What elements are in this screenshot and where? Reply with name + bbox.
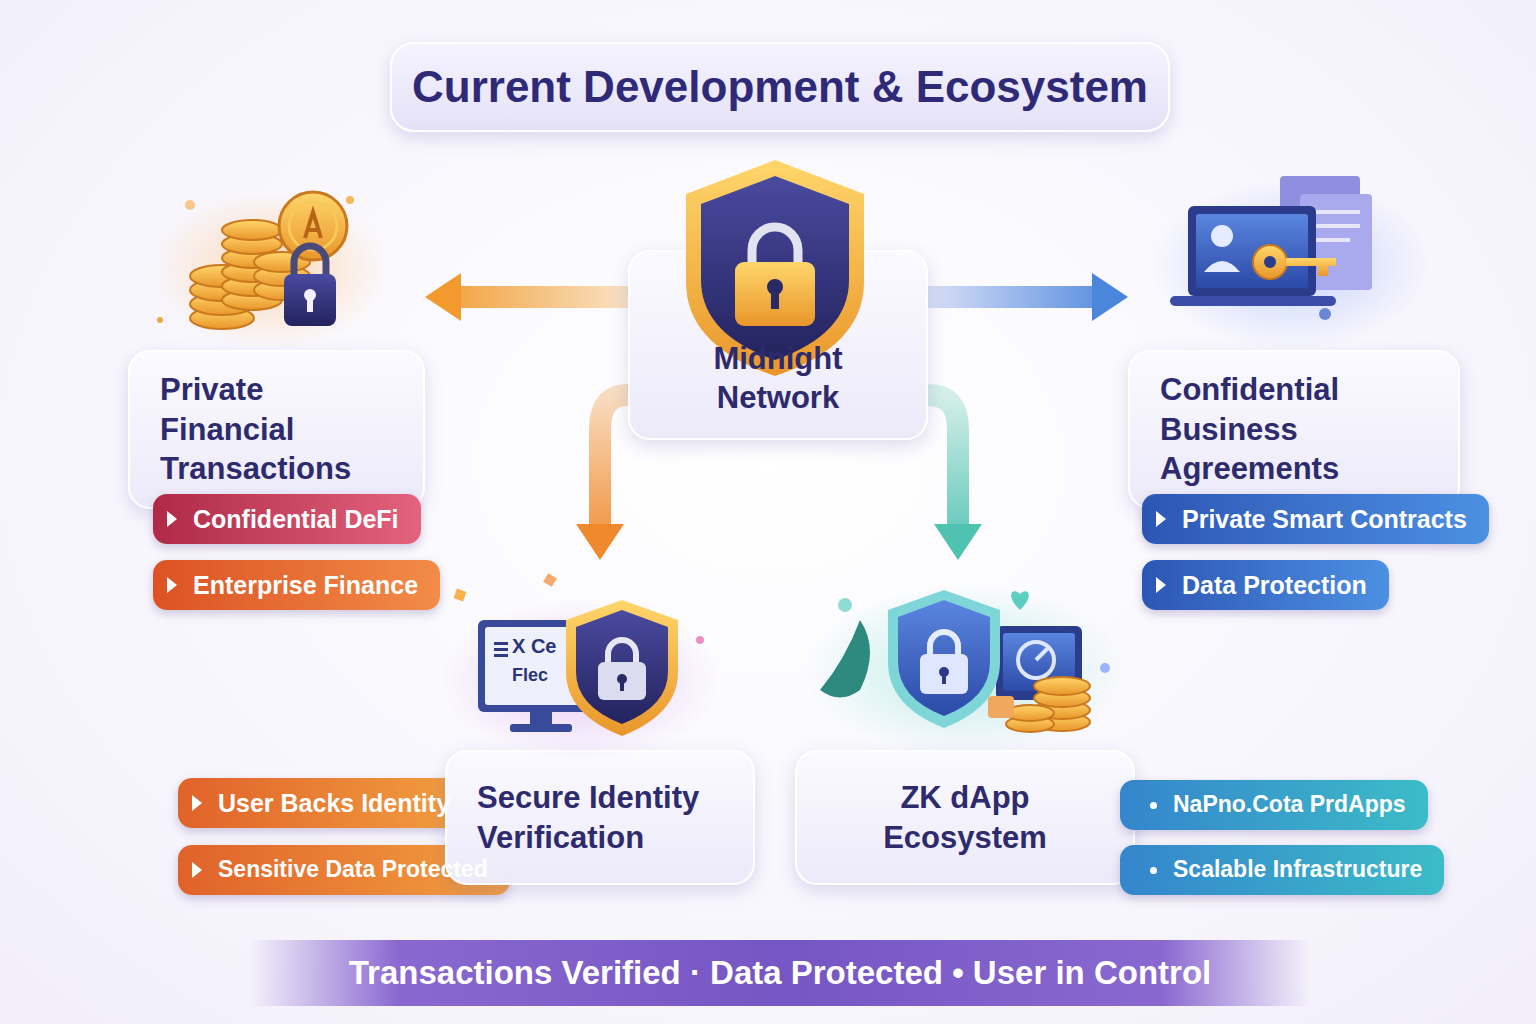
bullet-triangle	[192, 795, 202, 811]
category-box: Secure Identity Verification	[445, 560, 755, 885]
box-label: Confidential Business Agreements	[1160, 370, 1428, 489]
pill-face: Confidential DeFi	[153, 494, 421, 544]
box-face: Private Financial Transactions	[128, 350, 425, 509]
pill-face: Enterprise Finance	[153, 560, 440, 610]
flow-arrow	[928, 273, 1128, 321]
flow-arrow	[928, 395, 982, 560]
flow-arrow	[576, 395, 628, 560]
arrow-shaft	[600, 395, 628, 530]
box-face: ZK dApp Ecosystem	[795, 750, 1135, 885]
box-face: Confidential Business Agreements	[1128, 350, 1460, 509]
caption-text: Transactions Verified · Data Protected •…	[349, 952, 1211, 994]
pill-label: Private Smart Contracts	[1182, 503, 1467, 535]
pill-face: Private Smart Contracts	[1142, 494, 1489, 544]
pill-label: Data Protection	[1182, 569, 1367, 601]
box-label: ZK dApp Ecosystem	[827, 778, 1103, 857]
dapp-shield-icon	[820, 584, 1110, 732]
title-text: Current Development & Ecosystem	[412, 59, 1148, 115]
identity-monitor-icon	[454, 573, 704, 736]
arrow-shaft	[455, 286, 628, 308]
screen-text: X Ce	[512, 636, 556, 656]
pill-label: Confidential DeFi	[193, 503, 399, 535]
bullet-triangle	[1156, 577, 1166, 593]
arrow-head	[1092, 273, 1128, 321]
bullet-dot	[1150, 867, 1157, 874]
central-shield-icon	[686, 160, 864, 376]
tag-pill: Scalable Infrastructure	[1120, 845, 1444, 895]
pill-face: Data Protection	[1142, 560, 1389, 610]
hub-box: Midnight Network	[628, 250, 928, 440]
bullet-triangle	[192, 862, 202, 878]
box-label: Private Financial Transactions	[160, 370, 393, 489]
caption-band: Transactions Verified · Data Protected •…	[250, 940, 1310, 1006]
laptop-key-icon	[1170, 176, 1372, 320]
arrow-head	[576, 524, 624, 560]
box-label: Secure Identity Verification	[477, 778, 723, 857]
box-face: Midnight Network	[628, 250, 928, 440]
arrow-head	[425, 273, 461, 321]
arrow-shaft	[928, 286, 1098, 308]
pill-label: User Backs Identity	[218, 787, 450, 819]
tag-pill: Enterprise Finance	[153, 560, 440, 610]
flow-arrow	[425, 273, 628, 321]
category-box: Private Financial Transactions	[128, 190, 425, 509]
tag-pill: Data Protection	[1142, 560, 1389, 610]
bullet-triangle	[167, 577, 177, 593]
pill-label: Scalable Infrastructure	[1173, 855, 1422, 884]
tag-pill: Confidential DeFi	[153, 494, 421, 544]
box-face: Secure Identity Verification	[445, 750, 755, 885]
pill-face: User Backs Identity	[178, 778, 472, 828]
tag-pill: Private Smart Contracts	[1142, 494, 1489, 544]
pill-label: Enterprise Finance	[193, 569, 418, 601]
category-box: Confidential Business Agreements	[1128, 190, 1460, 509]
bullet-dot	[1150, 802, 1157, 809]
tag-pill: NaPno.Cota PrdApps	[1120, 780, 1428, 830]
title-band: Current Development & Ecosystem	[390, 42, 1170, 132]
arrow-shaft	[928, 395, 958, 530]
tag-pill: User Backs Identity	[178, 778, 472, 828]
pill-face: Scalable Infrastructure	[1120, 845, 1444, 895]
pill-label: NaPno.Cota PrdApps	[1173, 790, 1406, 819]
bullet-triangle	[167, 511, 177, 527]
pill-face: NaPno.Cota PrdApps	[1120, 780, 1428, 830]
coins-padlock-icon	[157, 192, 354, 329]
arrow-head	[934, 524, 982, 560]
box-label: Midnight Network	[660, 339, 896, 418]
screen-text: Flec	[512, 666, 548, 684]
category-box: ZK dApp Ecosystem	[795, 560, 1135, 885]
bullet-triangle	[1156, 511, 1166, 527]
pill-label: Sensitive Data Protected	[218, 855, 488, 884]
